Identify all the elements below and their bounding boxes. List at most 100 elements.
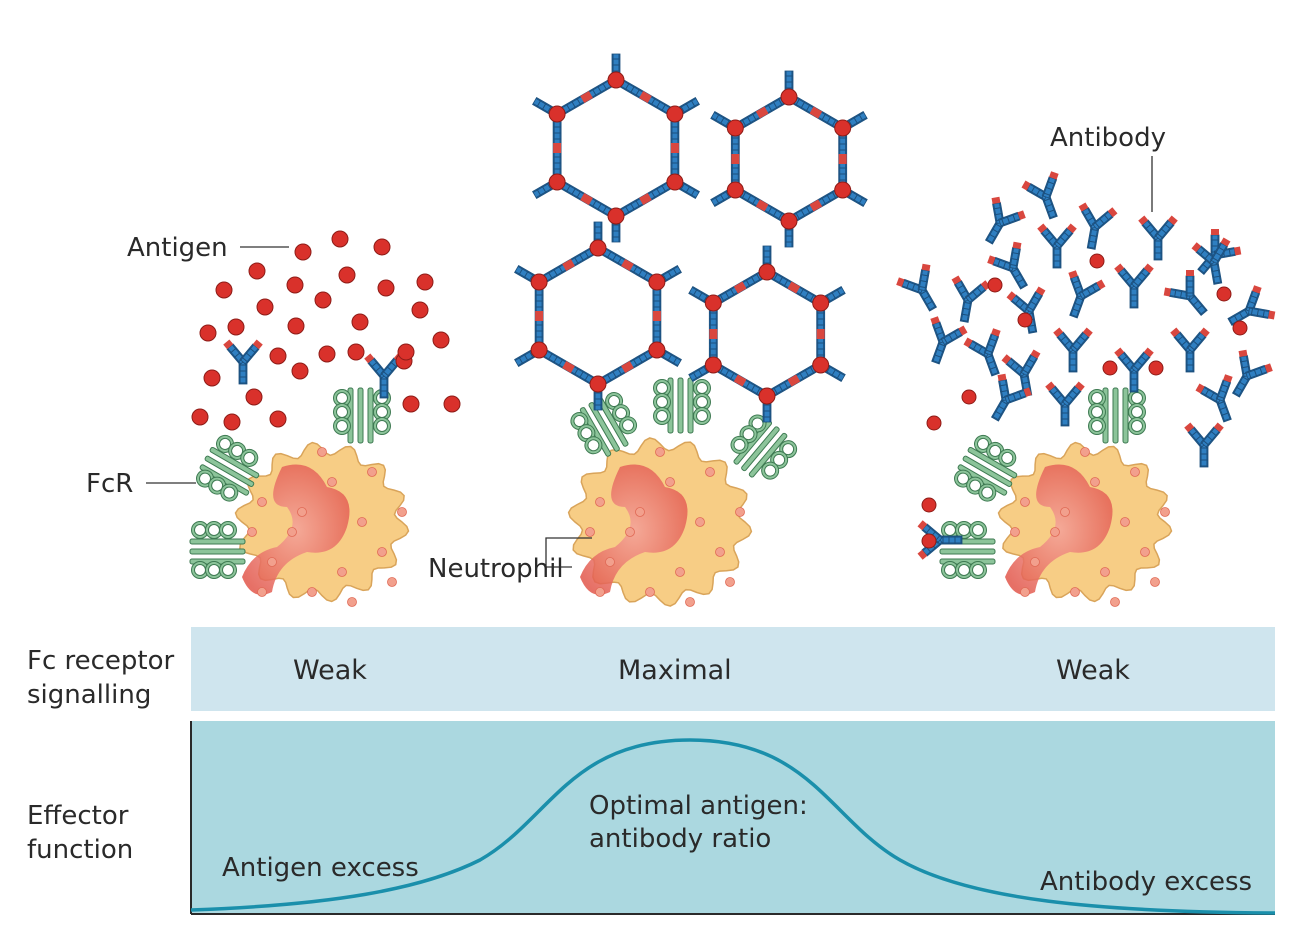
granule	[715, 547, 725, 557]
neutrophil-callout-line	[545, 537, 592, 568]
granule	[645, 587, 655, 597]
granule	[287, 527, 297, 537]
antibody	[1053, 327, 1093, 373]
granule	[725, 577, 735, 587]
signalling-left-value: Weak	[293, 655, 367, 686]
granule	[1020, 497, 1030, 507]
antibody	[930, 316, 968, 365]
immune-complex-ring	[514, 221, 682, 411]
optimal-ratio-label-line1: Optimal antigen:	[589, 791, 808, 821]
antigen-particle	[1148, 360, 1164, 376]
granule	[1050, 527, 1060, 537]
immune-complex-ring	[532, 53, 700, 243]
granule	[257, 587, 267, 597]
antigen-particle	[377, 279, 395, 297]
antigen-particle	[1232, 320, 1248, 336]
antigen-particle	[338, 266, 356, 284]
antigen-particle	[373, 238, 391, 256]
antibody	[963, 328, 1001, 377]
free-antigen-layer	[191, 230, 1248, 549]
antigen-particle	[294, 243, 312, 261]
antigen-particle	[1089, 253, 1105, 269]
signalling-row-label-line1: Fc receptor	[27, 646, 175, 676]
granule	[585, 527, 595, 537]
antigen-particle	[1102, 360, 1118, 376]
granule	[1030, 557, 1040, 567]
granule	[665, 477, 675, 487]
optimal-ratio-label-line2: antibody ratio	[589, 824, 771, 854]
neutrophil-cell	[234, 441, 410, 607]
granule	[387, 577, 397, 587]
fc-receptor	[189, 521, 246, 579]
fc-receptor	[939, 521, 996, 579]
granule	[1120, 517, 1130, 527]
fc-receptor	[730, 414, 798, 480]
antigen-particle	[987, 277, 1003, 293]
antibody	[1138, 215, 1178, 261]
neutrophil-cell	[567, 437, 753, 607]
antigen-particle	[314, 291, 332, 309]
granule	[1080, 447, 1090, 457]
antigen-particle	[331, 230, 349, 248]
antibody	[1191, 237, 1231, 285]
antigen-label: Antigen	[127, 233, 228, 263]
callout-lines	[146, 156, 1153, 568]
granule	[1110, 597, 1120, 607]
antibody	[1195, 374, 1233, 423]
granule	[367, 467, 377, 477]
antigen-particle	[203, 369, 221, 387]
antibody	[1045, 381, 1085, 427]
granule	[397, 507, 407, 517]
granule	[297, 507, 307, 517]
fc-receptor	[196, 434, 260, 502]
effector-band	[191, 721, 1275, 914]
granule	[695, 517, 705, 527]
antigen-particle	[1216, 286, 1232, 302]
granule	[347, 597, 357, 607]
antigen-particle	[397, 343, 415, 361]
antigen-particle	[215, 281, 233, 299]
fc-receptor	[570, 392, 638, 457]
antigen-particle	[921, 497, 937, 513]
antibody	[987, 241, 1029, 290]
antigen-particle	[291, 362, 309, 380]
antigen-particle	[432, 331, 450, 349]
antibody	[1114, 347, 1154, 393]
antigen-particle	[1017, 312, 1033, 328]
antigen-particle	[287, 317, 305, 335]
fcr-label: FcR	[86, 469, 133, 499]
antigen-particle	[443, 395, 461, 413]
granule	[605, 557, 615, 567]
antibody	[1184, 422, 1224, 468]
granule	[1020, 587, 1030, 597]
antibody	[1078, 202, 1118, 250]
antibody-excess-label: Antibody excess	[1040, 867, 1252, 897]
fc-receptor	[1088, 387, 1146, 444]
granule	[247, 527, 257, 537]
granule	[337, 567, 347, 577]
granule	[1100, 567, 1110, 577]
granule	[675, 567, 685, 577]
antigen-particle	[227, 318, 245, 336]
antibody	[1021, 171, 1059, 220]
granule	[307, 587, 317, 597]
antigen-particle	[921, 533, 937, 549]
granule	[267, 557, 277, 567]
antigen-particle	[416, 273, 434, 291]
antibody	[223, 339, 263, 385]
antibody	[1227, 285, 1276, 327]
antibody	[951, 275, 991, 323]
fc-receptor	[333, 387, 391, 444]
antigen-particle	[402, 395, 420, 413]
antigen-particle	[351, 313, 369, 331]
neutrophil-cell	[997, 441, 1173, 607]
antigen-particle	[248, 262, 266, 280]
antibody	[990, 373, 1032, 422]
effector-row-label-line2: function	[27, 835, 133, 865]
granule	[1150, 577, 1160, 587]
antibody	[1037, 223, 1077, 269]
fc-receptor	[954, 434, 1018, 502]
antibody	[1006, 286, 1046, 334]
granule	[1130, 467, 1140, 477]
